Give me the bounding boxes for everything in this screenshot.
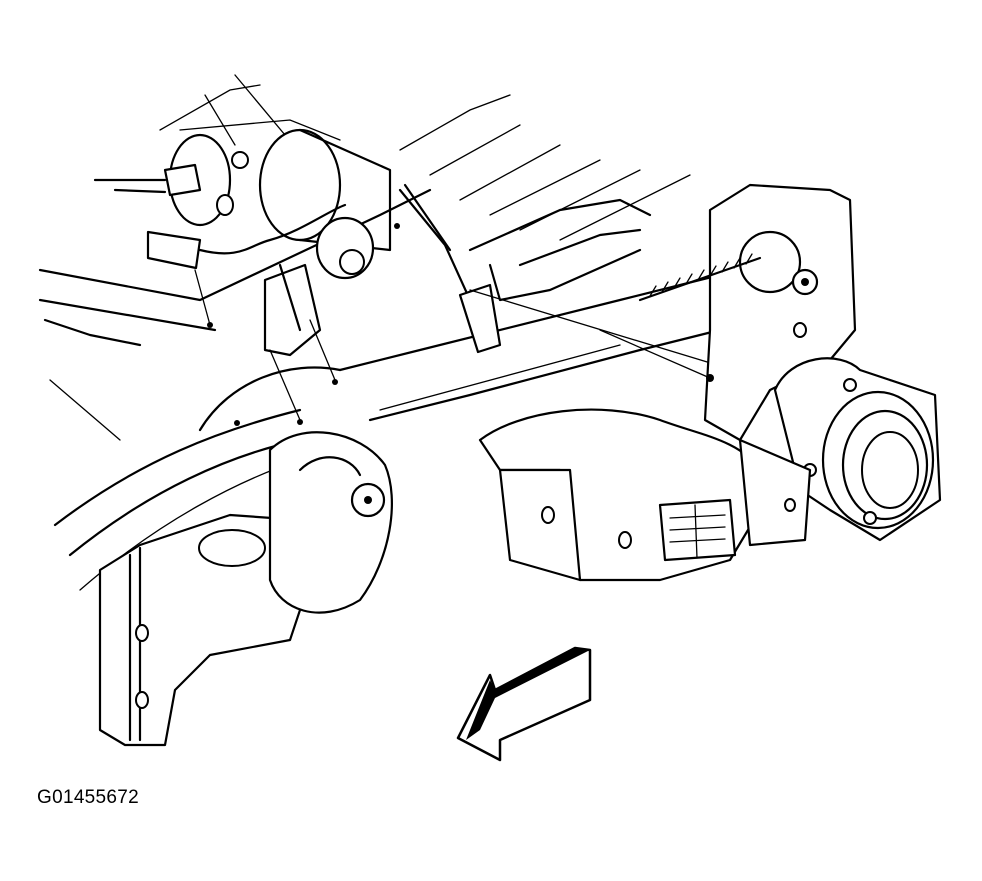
spring-coil [638,253,762,302]
electrical-connector-upper [93,163,202,197]
knuckle-hub-right [703,183,942,542]
fastener-points [207,223,714,426]
actuator-housing [168,128,392,280]
electrical-connector-lower [146,203,347,270]
height-sensor-bracket [263,183,751,376]
lower-control-mount-left [98,431,393,747]
leader-lines [194,269,711,421]
center-mount-bracket [478,408,812,582]
body-structure [159,74,691,302]
arrow-front-of-vehicle-icon [456,646,592,762]
figure-id-label: G01455672 [37,787,140,808]
